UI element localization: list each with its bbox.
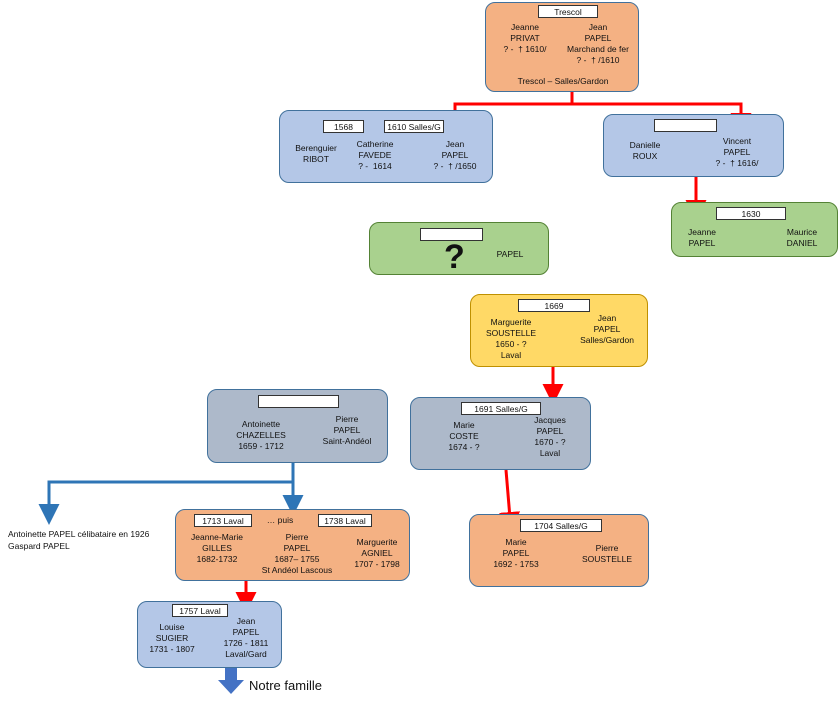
person-berenguier-ribot: Berenguier RIBOT <box>295 143 337 164</box>
couple-jacques-papel: 1691 Salles/G Marie COSTE 1674 - ? Jacqu… <box>410 397 591 470</box>
couple-pierre-papel-saint-andeol: Antoinette CHAZELLES 1659 - 1712 Pierre … <box>207 389 388 463</box>
marriage-tag: 1669 <box>518 299 590 312</box>
person-marie-coste: Marie COSTE 1674 - ? <box>448 420 480 452</box>
couple-jean-papel-1757: 1757 Laval Louise SUGIER 1731 - 1807 Jea… <box>137 601 282 668</box>
marriage-tag <box>258 395 339 408</box>
marriage-tag-first: 1713 Laval <box>194 514 252 527</box>
marriage-tag: 1757 Laval <box>172 604 228 617</box>
person-pierre-soustelle: Pierre SOUSTELLE <box>581 543 633 564</box>
marriage-tag-second: 1738 Laval <box>318 514 372 527</box>
couple-jeanne-papel-1630: 1630 Jeanne PAPEL Maurice DANIEL <box>671 202 838 257</box>
person-jeanne-papel: Jeanne PAPEL <box>688 227 716 248</box>
place-label: Trescol – Salles/Gardon <box>517 76 609 86</box>
link-pierre-to-children <box>38 463 295 525</box>
marriage-tag: 1630 <box>716 207 786 220</box>
marriage-tag-second: 1610 Salles/G <box>384 120 444 133</box>
couple-unknown-papel: ? PAPEL <box>369 222 549 275</box>
unknown-spouse-question-mark: ? <box>444 238 465 276</box>
person-pierre-papel: Pierre PAPEL Saint-Andéol <box>322 414 372 446</box>
person-jean-papel: Jean PAPEL 1726 - 1811 Laval/Gard <box>223 616 269 659</box>
marriage-tag <box>420 228 483 241</box>
couple-pierre-papel-1687: 1713 Laval … puis 1738 Laval Jeanne-Mari… <box>175 509 410 581</box>
person-louise-sugier: Louise SUGIER 1731 - 1807 <box>149 622 195 654</box>
marriage-tag <box>654 119 717 132</box>
person-antoinette-chazelles: Antoinette CHAZELLES 1659 - 1712 <box>236 419 286 451</box>
marriage-tag: Trescol <box>538 5 598 18</box>
down-arrow-icon <box>218 668 244 694</box>
person-marie-papel: Marie PAPEL 1692 - 1753 <box>493 537 539 569</box>
person-maurice-daniel: Maurice DANIEL <box>786 227 818 248</box>
person-jacques-papel: Jacques PAPEL 1670 - ? Laval <box>534 415 566 458</box>
person-jean-papel: Jean PAPEL Marchand de fer ? - † /1610 <box>567 22 629 65</box>
person-marguerite-soustelle: Marguerite SOUSTELLE 1650 - ? Laval <box>485 317 537 360</box>
person-jeanne-marie-gilles: Jeanne-Marie GILLES 1682-1732 <box>191 532 243 564</box>
marriage-tag-first: 1568 <box>323 120 364 133</box>
person-papel: PAPEL <box>496 249 524 259</box>
marriage-tag: 1691 Salles/G <box>461 402 541 415</box>
person-jeanne-privat: Jeanne PRIVAT ? - † 1610/ <box>503 22 547 54</box>
couple-jean-papel-1610: 1568 1610 Salles/G Berenguier RIBOT Cath… <box>279 110 493 183</box>
couple-marie-papel-1704: 1704 Salles/G Marie PAPEL 1692 - 1753 Pi… <box>469 514 649 587</box>
couple-vincent-papel: Danielle ROUX Vincent PAPEL ? - † 1616/ <box>603 114 784 177</box>
person-vincent-papel: Vincent PAPEL ? - † 1616/ <box>715 136 759 168</box>
then-label: … puis <box>266 515 294 525</box>
person-danielle-roux: Danielle ROUX <box>629 140 661 161</box>
person-marguerite-agniel: Marguerite AGNIEL 1707 - 1798 <box>354 537 400 569</box>
siblings-note: Antoinette PAPEL célibataire en 1926 Gas… <box>8 529 150 551</box>
person-jean-papel: Jean PAPEL ? - † /1650 <box>433 139 477 171</box>
footer-label: Notre famille <box>249 678 322 693</box>
person-catherine-favede: Catherine FAVEDE ? - 1614 <box>356 139 394 171</box>
person-jean-papel: Jean PAPEL Salles/Gardon <box>580 313 634 345</box>
marriage-tag: 1704 Salles/G <box>520 519 602 532</box>
couple-trescol: Trescol Jeanne PRIVAT ? - † 1610/ Jean P… <box>485 2 639 92</box>
couple-jean-papel-1669: 1669 Marguerite SOUSTELLE 1650 - ? Laval… <box>470 294 648 367</box>
person-pierre-papel: Pierre PAPEL 1687– 1755 St Andéol Lascou… <box>261 532 333 575</box>
